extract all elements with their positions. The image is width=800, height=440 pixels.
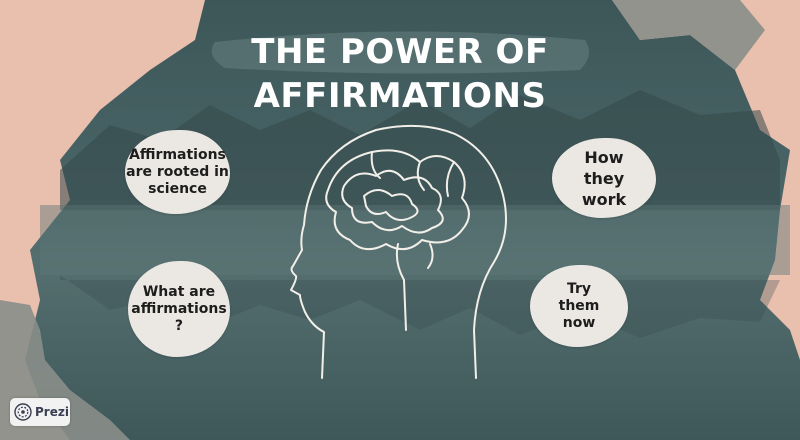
human-head-brain-line-drawing-icon xyxy=(290,124,507,379)
topic-bubble-try-them-now[interactable]: Try them now xyxy=(530,265,628,347)
topic-bubble-how-they-work[interactable]: How they work xyxy=(552,138,656,218)
bubble-text-line: Affirmations xyxy=(129,146,226,163)
bubble-text-line: How xyxy=(584,147,624,167)
bubble-text-line: affirmations xyxy=(131,300,227,317)
bubble-text-line: work xyxy=(581,189,627,209)
bubble-text-line: are rooted in xyxy=(126,163,229,180)
bubble-text-line: What are xyxy=(142,283,216,300)
title-line-2: AFFIRMATIONS xyxy=(253,76,547,116)
prezi-logo-button[interactable]: Prezi xyxy=(10,398,70,426)
prezi-logo-label: Prezi xyxy=(35,405,69,419)
bubble-text-line: Try xyxy=(566,280,592,297)
topic-bubble-what-are-affirmations[interactable]: What are affirmations ? xyxy=(128,261,230,357)
bubble-text-line: science xyxy=(148,180,207,197)
bubble-text-line: them xyxy=(558,297,600,314)
title-line-1: THE POWER OF xyxy=(251,32,549,72)
page-title: THE POWER OF AFFIRMATIONS xyxy=(190,30,610,118)
title-brush-stroke xyxy=(211,31,589,74)
grey-corner-top-right xyxy=(612,0,765,70)
bubble-text-line: they xyxy=(583,168,625,188)
bubble-text-line: now xyxy=(562,314,596,331)
prezi-logo-icon xyxy=(14,403,32,421)
topic-bubble-science[interactable]: Affirmations are rooted in science xyxy=(125,130,230,214)
bubble-text-line: ? xyxy=(174,317,184,334)
